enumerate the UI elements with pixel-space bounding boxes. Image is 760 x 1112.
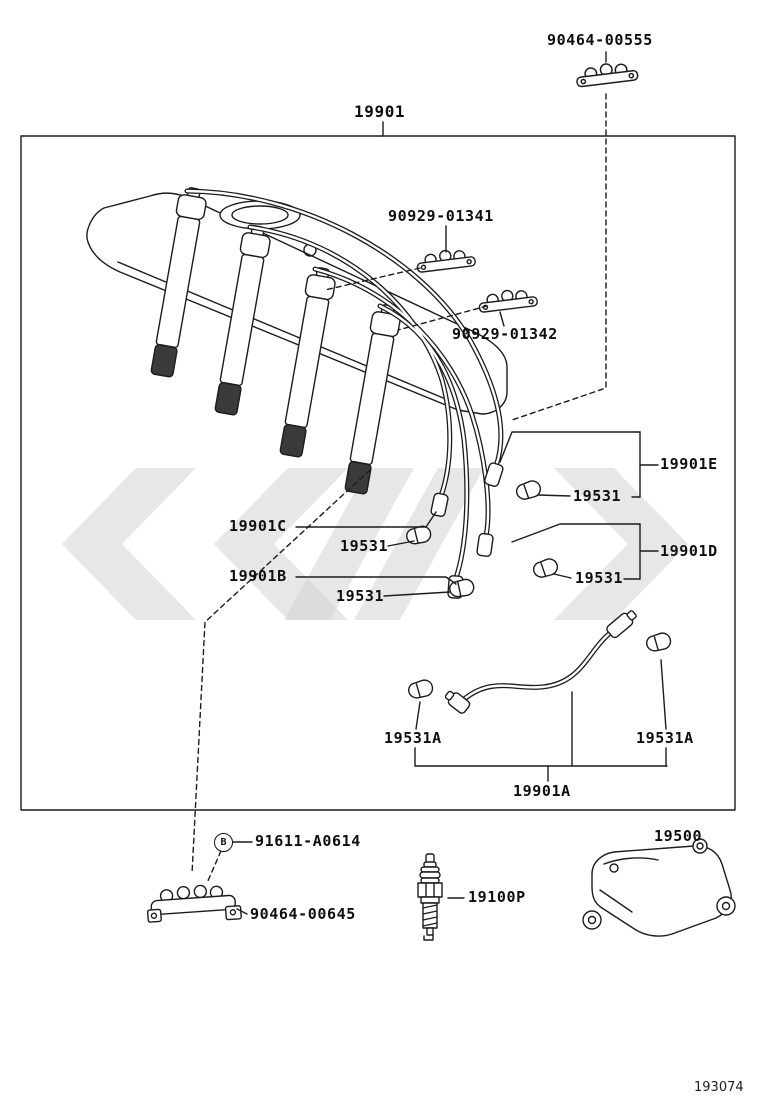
clamp1-label: 90929-01341 xyxy=(388,207,494,225)
bolt-marker: B xyxy=(214,833,233,852)
wire-e-label: 19901E xyxy=(660,455,718,473)
wire-clamp-90464-00555 xyxy=(574,59,639,88)
plug-wires xyxy=(184,188,504,599)
grommet-label-e: 19531 xyxy=(573,487,622,505)
ignition-coil-label: 19500 xyxy=(654,827,703,845)
grommet-label-c: 19531 xyxy=(340,537,389,555)
leader-lines xyxy=(232,51,668,915)
bolt-label: 91611-A0614 xyxy=(255,832,361,850)
diagram-frame xyxy=(20,135,736,811)
wire-d-label: 19901D xyxy=(660,542,718,560)
dashed-leaders xyxy=(191,93,607,884)
wire-set-label: 19901 xyxy=(354,102,406,121)
grommet-a-label-left: 19531A xyxy=(384,729,442,747)
coil-wire-label: 19901A xyxy=(513,782,571,800)
grommet-label-b: 19531 xyxy=(336,587,385,605)
bracket-clamp-part xyxy=(146,884,242,923)
wire-b-label: 19901B xyxy=(229,567,287,585)
spark-plug-label: 19100P xyxy=(468,888,526,906)
top-clamp-label: 90464-00555 xyxy=(547,31,653,49)
coil-wire xyxy=(444,610,637,714)
grommet-label-d: 19531 xyxy=(575,569,624,587)
bracket-clamp-label: 90464-00645 xyxy=(250,905,356,923)
wire-c-label: 19901C xyxy=(229,517,287,535)
watermark-graphic xyxy=(62,468,688,620)
page-number: 193074 xyxy=(694,1080,744,1095)
grommet-a-label-right: 19531A xyxy=(636,729,694,747)
ignition-coil-part xyxy=(582,838,736,937)
wire-clamp-90929-01342 xyxy=(477,286,539,314)
clamp2-label: 90929-01342 xyxy=(452,325,558,343)
spark-plug-part xyxy=(417,853,443,941)
